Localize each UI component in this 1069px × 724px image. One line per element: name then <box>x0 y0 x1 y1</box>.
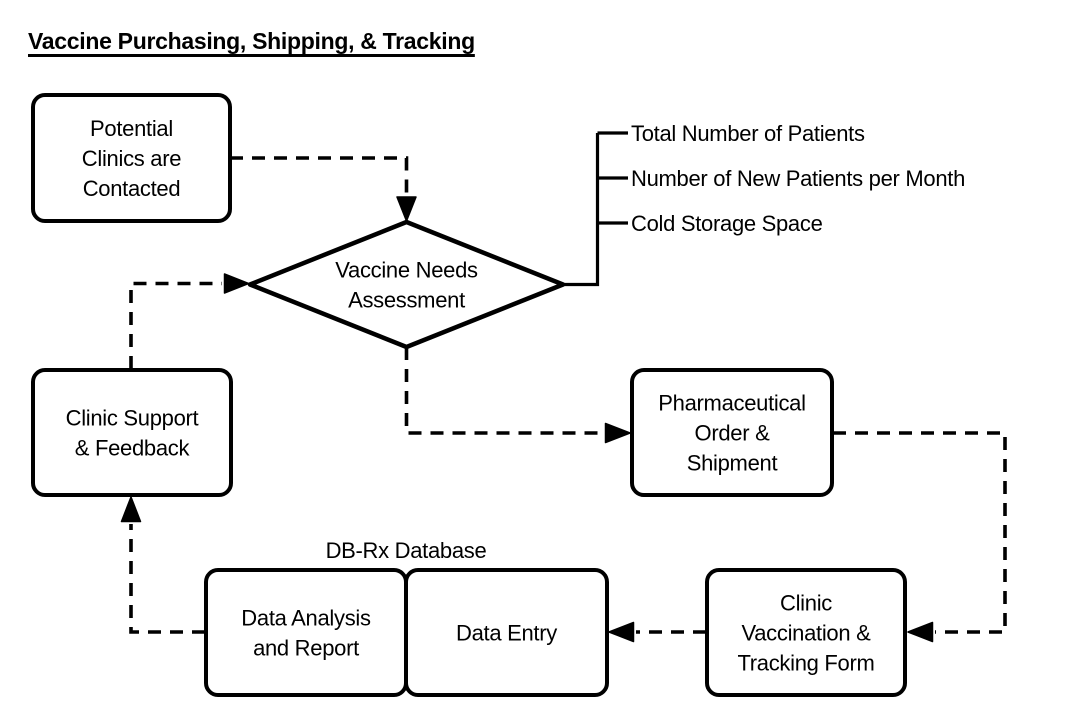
node-clinic-vaccination-form: Clinic Vaccination & Tracking Form <box>705 568 907 697</box>
criteria-item-3: Cold Storage Space <box>631 211 823 236</box>
node-data-entry: Data Entry <box>404 568 609 697</box>
connector-data-analysis-to-clinic-support <box>120 496 205 634</box>
node-pharmaceutical-order: Pharmaceutical Order & Shipment <box>630 368 834 497</box>
database-group: DB-Rx Database Data Analysis and Report … <box>204 538 609 697</box>
connector-clinic-support-to-assessment <box>129 273 250 369</box>
node-label-line: Shipment <box>687 451 778 476</box>
criteria-item-2: Number of New Patients per Month <box>631 166 965 191</box>
node-label-line: Clinic <box>780 591 832 616</box>
connector-potential-clinics-to-assessment <box>230 156 417 222</box>
node-potential-clinics: Potential Clinics are Contacted <box>31 93 232 223</box>
node-label-line: Pharmaceutical <box>658 391 805 416</box>
connector-assessment-to-pharmaceutical-order <box>404 347 631 444</box>
decision-vaccine-needs-assessment: Vaccine Needs Assessment <box>247 219 566 350</box>
arrowhead-down-icon <box>396 196 417 222</box>
node-box <box>630 368 834 497</box>
diagram-title: Vaccine Purchasing, Shipping, & Tracking <box>28 28 475 54</box>
node-clinic-support: Clinic Support & Feedback <box>31 368 233 497</box>
bracket-spine <box>563 133 600 287</box>
node-label-line: Tracking Form <box>737 651 874 676</box>
node-label-line: Potential <box>90 116 173 141</box>
node-label-line: Vaccination & <box>742 621 872 646</box>
node-label-line: Assessment <box>348 288 465 313</box>
node-box <box>204 568 408 697</box>
node-label-line: Vaccine Needs <box>335 258 478 283</box>
node-box <box>31 93 232 223</box>
criteria-item-1: Total Number of Patients <box>631 121 865 146</box>
criteria-bracket: Total Number of Patients Number of New P… <box>563 121 965 287</box>
connector-line <box>129 524 205 634</box>
connector-line <box>404 347 603 435</box>
arrowhead-right-icon <box>223 273 250 294</box>
node-label-line: Data Entry <box>456 621 557 646</box>
connector-line <box>833 431 1007 634</box>
connector-line <box>129 281 222 369</box>
node-label-line: & Feedback <box>75 436 191 461</box>
node-label-line: Data Analysis <box>241 606 371 631</box>
connector-line <box>230 156 409 199</box>
node-box <box>31 368 233 497</box>
arrowhead-left-icon <box>608 621 635 643</box>
arrowhead-right-icon <box>604 422 631 444</box>
decision-diamond <box>247 219 566 350</box>
node-data-analysis: Data Analysis and Report <box>204 568 408 697</box>
database-label: DB-Rx Database <box>326 538 487 563</box>
node-box <box>404 568 609 697</box>
node-label-line: and Report <box>253 636 359 661</box>
arrowhead-up-icon <box>120 496 142 523</box>
connector-clinic-vaccination-to-data-entry <box>608 621 706 643</box>
node-label-line: Contacted <box>83 176 181 201</box>
node-box <box>705 568 907 697</box>
arrowhead-left-icon <box>907 621 934 643</box>
node-label-line: Order & <box>695 421 771 446</box>
node-label-line: Clinic Support <box>66 406 199 431</box>
connector-pharmaceutical-order-to-clinic-vaccination <box>833 431 1007 643</box>
node-label-line: Clinics are <box>82 146 181 171</box>
